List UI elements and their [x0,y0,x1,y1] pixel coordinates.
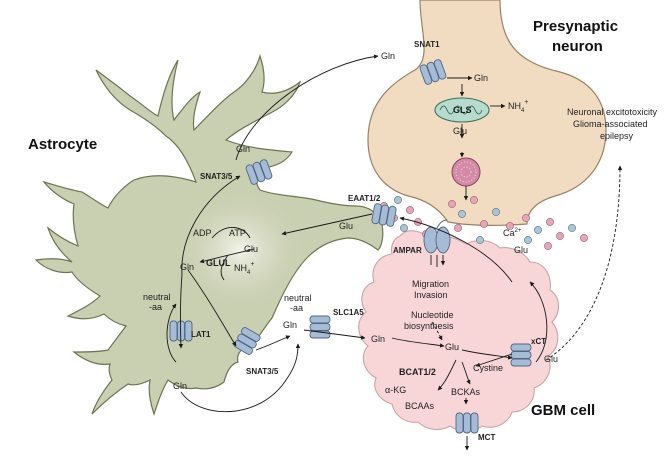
presynaptic-title-line2: neuron [552,38,603,55]
labels: Presynaptic neuron Astrocyte GBM cell SN… [28,18,658,442]
lat1-label: LAT1 [191,330,211,339]
akg-label: α-KG [385,385,406,395]
neurotransmitter-dots [380,196,588,250]
ca-label: Ca2+ [503,228,522,238]
bcaas-label: BCAAs [405,401,435,411]
glu-gbm: Glu [445,342,459,352]
neutral-aa-left-1: neutral [143,292,171,302]
astrocyte-highlight [172,188,308,312]
gbm-cell-body [358,230,560,432]
astrocyte-title: Astrocyte [28,136,97,153]
transporter-slc1a5-icon [309,315,331,339]
pathway-arrows [166,54,623,451]
atp-label: ATP [229,228,246,238]
biosynthesis-label: biosynthesis [404,321,454,331]
eaat12-label: EAAT1/2 [348,194,381,203]
nucleotide-label: Nucleotide [411,310,454,320]
gln-gbm: Gln [371,334,385,344]
bckas-label: BCKAs [451,387,481,397]
presynaptic-title-line1: Presynaptic [533,18,618,35]
transporter-snat35-top-icon [245,159,273,185]
neutral-aa-mid-2: -aa [290,303,303,313]
gln-neuron-cyto: Gln [474,73,488,83]
gln-mid: Gln [283,320,297,330]
glu-synapse: Glu [514,245,528,255]
synaptic-vesicle-icon [451,157,481,187]
snat35-top-label: SNAT3/5 [200,172,233,181]
glu-neuron: Glu [453,126,467,136]
xct-label: xCT [531,337,546,346]
neutral-aa-mid-1: neutral [284,293,312,303]
ampar-receptor-icon [423,219,451,267]
snat35-bottom-label: SNAT3/5 [246,367,279,376]
migration-label: Migration [412,279,449,289]
glu-astro-out: Glu [339,221,353,231]
cystine-label: Cystine [473,363,503,373]
glu-xct: Glu [544,354,558,364]
excitotoxicity-label-3: epilepsy [600,131,634,141]
transporter-mct-icon [455,412,479,434]
glu-astro: Glu [244,244,258,254]
mct-label: MCT [478,433,495,442]
nh4-neuron: NH4+ [508,99,528,114]
adp-label: ADP [193,228,212,238]
excitotoxicity-label-1: Neuronal excitotoxicity [567,107,658,117]
slc1a5-label: SLC1A5 [333,308,364,317]
transporter-xct-icon [510,343,532,367]
transporter-snat35-bottom-icon [233,327,261,355]
gln-neuron-in: Gln [381,51,395,61]
gls-label: GLS [453,105,472,115]
ampar-label: AMPAR [393,246,422,255]
nh4-astro: NH4+ [234,261,254,276]
transporter-snat1-icon [419,59,447,85]
gbm-title: GBM cell [531,402,595,419]
neutral-aa-left-2: -aa [149,302,162,312]
transporter-eaat12-icon [371,203,397,227]
invasion-label: Invasion [414,290,448,300]
snat1-label: SNAT1 [414,40,440,49]
mitochondrion-icon [434,97,490,123]
excitotoxicity-label-2: Glioma-associated [573,119,648,129]
bcat-label: BCAT1/2 [399,367,436,377]
gln-lat1: Gln [173,381,187,391]
gln-astro-top: Gln [236,144,250,154]
gln-astro: Gln [180,262,194,272]
glul-label: GLUL [206,258,231,268]
